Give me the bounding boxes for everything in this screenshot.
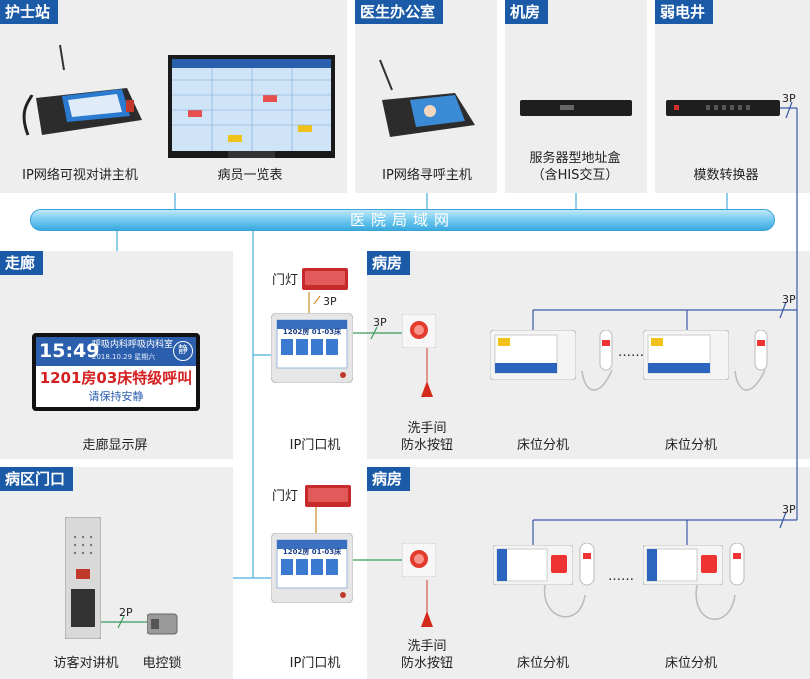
corridor-dept: 呼吸内科呼吸内科室	[92, 340, 174, 350]
electric-lock-label: 电控锁	[142, 656, 182, 671]
washroom-3p-label: 3P	[373, 316, 387, 329]
handset-2a	[577, 542, 597, 587]
door-light-1-icon	[302, 268, 348, 290]
doctor-office-title: 医生办公室	[355, 0, 444, 24]
corridor-date: 2018.10.29 星期六	[92, 353, 156, 361]
ip-video-host-device	[22, 40, 146, 140]
corridor-display-screen: 15:49 呼吸内科呼吸内科室 2018.10.29 星期六 静 1201房03…	[32, 333, 200, 411]
bed-unit-1a-icon	[489, 329, 577, 381]
handset-2b	[727, 542, 747, 587]
machine-room-title: 机房	[505, 0, 549, 24]
door-light-2-label: 门灯	[271, 489, 298, 504]
corridor-display-label: 走廊显示屏	[82, 438, 148, 453]
handset-1b-icon	[754, 329, 768, 371]
ward-gate-panel: 病区门口	[0, 467, 233, 679]
bed-unit-1b-icon	[642, 329, 730, 381]
bed-unit-1b-device	[642, 329, 730, 381]
ellipsis-2: ……	[608, 569, 634, 584]
ward-gate-title: 病区门口	[0, 467, 74, 491]
weak-well-panel: 弱电井	[655, 0, 810, 193]
door-unit-2-device: 1202房 01-03床	[270, 532, 354, 604]
door-unit-2-icon	[270, 532, 354, 604]
door-unit-1-screen-text: 1202房 01-03床	[282, 328, 342, 336]
corridor-display-header: 15:49 呼吸内科呼吸内科室 2018.10.29 星期六 静	[36, 337, 196, 366]
corridor-title: 走廊	[0, 251, 44, 275]
server-box-icon	[520, 100, 632, 116]
bed-unit-1b-label: 床位分机	[664, 438, 717, 453]
washroom-1-label-1: 洗手间	[407, 421, 447, 436]
corridor-notice: 请保持安静	[88, 390, 144, 403]
ward2-3p-label: 3P	[782, 503, 796, 516]
bed-unit-2a-label: 床位分机	[516, 656, 569, 671]
nurse-station-title: 护士站	[0, 0, 59, 24]
ip-call-host-label: IP网络寻呼主机	[382, 168, 472, 183]
patient-board-icon	[168, 55, 335, 158]
bed-unit-2a-icon	[492, 544, 574, 586]
server-box-label-2: （含HIS交互）	[531, 168, 619, 183]
electric-lock-icon	[146, 613, 178, 635]
corridor-time: 15:49	[39, 340, 100, 362]
patient-board-device	[168, 55, 335, 158]
lan-label: 医院局域网	[349, 211, 455, 229]
washroom-2-label-1: 洗手间	[407, 639, 447, 654]
bed-unit-2b-icon	[642, 544, 724, 586]
converter-3p-label: 3P	[782, 92, 796, 105]
bed-unit-1a-device	[489, 329, 577, 381]
corridor-alert: 1201房03床特级呼叫	[39, 369, 193, 387]
door-unit-2-screen-text: 1202房 01-03床	[282, 548, 342, 556]
bed-unit-2a-device	[492, 544, 574, 586]
door-unit-1-icon	[270, 312, 354, 384]
ward-1-title: 病房	[367, 251, 411, 275]
ward-2-title: 病房	[367, 467, 411, 491]
washroom-button-1-icon	[401, 313, 437, 349]
lock-2p-label: 2P	[119, 606, 133, 619]
washroom-button-2-icon	[401, 542, 437, 578]
bed-unit-2b-label: 床位分机	[664, 656, 717, 671]
handset-2b-icon	[729, 542, 745, 586]
weak-well-title: 弱电井	[655, 0, 714, 24]
handset-1b	[752, 329, 770, 372]
corridor-quiet-badge: 静	[173, 341, 193, 361]
ip-call-host-device	[370, 55, 480, 140]
door-light-1-label: 门灯	[271, 273, 298, 288]
ward-1-panel: 病房	[367, 251, 810, 459]
door-unit-1-label: IP门口机	[289, 438, 341, 453]
patient-board-label: 病员一览表	[217, 168, 283, 183]
corridor-display-body: 1201房03床特级呼叫 请保持安静	[36, 366, 196, 407]
visitor-intercom-device[interactable]	[64, 516, 102, 640]
server-box-device	[520, 100, 632, 116]
visitor-intercom-label: 访客对讲机	[53, 656, 119, 671]
doorlight-3p-label: 3P	[323, 295, 337, 308]
washroom-button-2[interactable]	[401, 542, 437, 578]
server-box-label-1: 服务器型地址盒	[529, 151, 621, 166]
electric-lock-device	[146, 612, 179, 636]
door-light-1-device	[302, 268, 348, 292]
ellipsis-1: ……	[618, 345, 644, 360]
ip-video-host-label: IP网络可视对讲主机	[22, 168, 138, 183]
call-host-icon	[379, 59, 475, 137]
converter-icon	[666, 100, 780, 116]
machine-room-panel: 机房	[505, 0, 647, 193]
washroom-2-label-2: 防水按钮	[400, 656, 453, 671]
door-unit-1-device: 1202房 01-03床	[270, 312, 354, 384]
bed-unit-1a-label: 床位分机	[516, 438, 569, 453]
door-light-2-icon	[305, 485, 351, 507]
handset-2a-icon	[579, 542, 595, 586]
video-host-icon	[22, 44, 142, 136]
washroom-1-label-2: 防水按钮	[400, 438, 453, 453]
washroom-button-1[interactable]	[401, 313, 437, 349]
handset-1a	[597, 329, 615, 372]
converter-label: 模数转换器	[693, 168, 759, 183]
door-light-2-device	[305, 485, 351, 509]
converter-device	[666, 100, 780, 116]
bed-unit-2b-device	[642, 544, 724, 586]
door-unit-2-label: IP门口机	[289, 656, 341, 671]
visitor-intercom-icon	[64, 516, 102, 640]
ward1-3p-label: 3P	[782, 293, 796, 306]
hospital-lan-bus: 医院局域网	[30, 209, 775, 231]
handset-1a-icon	[599, 329, 613, 371]
